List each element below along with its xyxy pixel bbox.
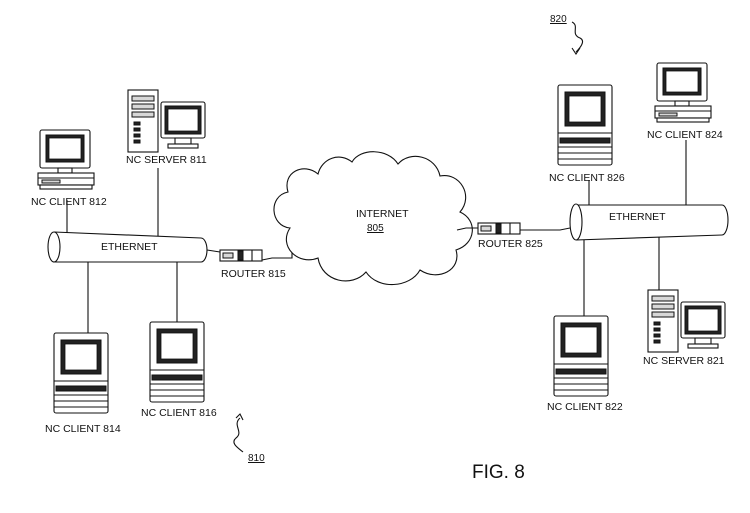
right-connections (456, 140, 687, 316)
network-ref-820: 820 (550, 14, 584, 55)
internet-ref: 805 (367, 223, 384, 234)
nc-client-812: NC CLIENT 812 (31, 129, 107, 208)
desktop-computer-icon (654, 62, 712, 123)
tower-computer-icon (557, 84, 613, 166)
router-825-label: ROUTER 825 (478, 238, 543, 250)
nc-client-816: NC CLIENT 816 (141, 321, 217, 419)
router-815: ROUTER 815 (219, 249, 286, 280)
left-ethernet-label: ETHERNET (101, 241, 158, 253)
nc-server-811: NC SERVER 811 (126, 89, 207, 166)
nc-client-816-label: NC CLIENT 816 (141, 407, 217, 419)
network-ref-820-label: 820 (550, 14, 567, 25)
right-ethernet-label: ETHERNET (609, 211, 666, 223)
tower-computer-icon (53, 332, 109, 414)
server-tower-icon (647, 289, 726, 353)
tower-computer-icon (149, 321, 205, 403)
network-ref-810-label: 810 (248, 453, 265, 464)
nc-client-812-label: NC CLIENT 812 (31, 196, 107, 208)
nc-client-826-label: NC CLIENT 826 (549, 172, 625, 184)
left-ethernet-bus: ETHERNET (47, 231, 208, 263)
nc-client-826: NC CLIENT 826 (549, 84, 625, 184)
nc-client-824-label: NC CLIENT 824 (647, 129, 723, 141)
router-icon (477, 222, 521, 235)
figure-label: FIG. 8 (472, 462, 525, 483)
left-connections (66, 168, 293, 333)
nc-server-811-label: NC SERVER 811 (126, 154, 207, 166)
nc-client-824: NC CLIENT 824 (647, 62, 723, 141)
network-ref-810: 810 (233, 413, 265, 464)
right-ethernet-bus: ETHERNET (569, 203, 729, 241)
router-825: ROUTER 825 (477, 222, 543, 250)
nc-client-814: NC CLIENT 814 (45, 332, 121, 435)
nc-client-822: NC CLIENT 822 (547, 315, 623, 413)
desktop-computer-icon (37, 129, 95, 190)
internet-label: INTERNET (356, 208, 409, 220)
nc-client-814-label: NC CLIENT 814 (45, 423, 121, 435)
nc-client-822-label: NC CLIENT 822 (547, 401, 623, 413)
nc-server-821: NC SERVER 821 (643, 289, 726, 367)
internet-cloud: INTERNET 805 (273, 151, 473, 286)
tower-computer-icon (553, 315, 609, 397)
server-tower-icon (127, 89, 206, 153)
nc-server-821-label: NC SERVER 821 (643, 355, 725, 367)
router-icon (219, 249, 263, 262)
router-815-label: ROUTER 815 (221, 268, 286, 280)
